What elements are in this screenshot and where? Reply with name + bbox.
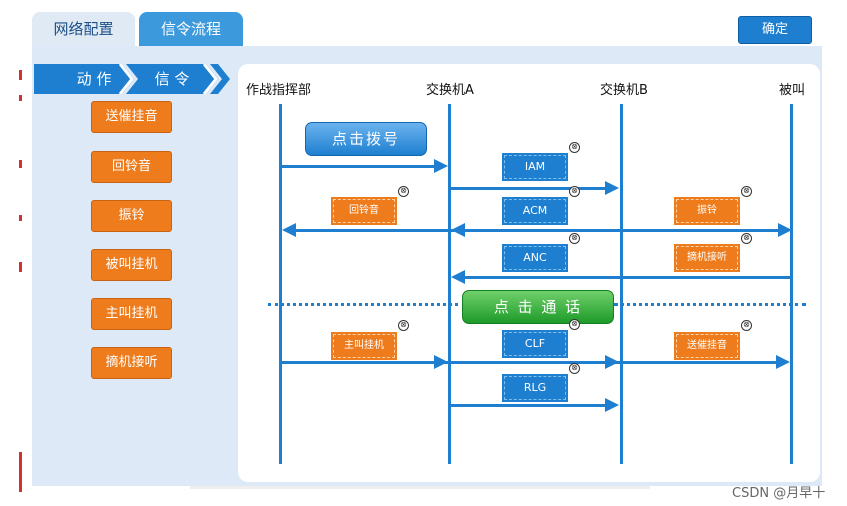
arrow-head [434,159,448,173]
lifeline-command [279,104,282,464]
action-caller-hangup[interactable]: 主叫挂机 [91,298,172,330]
close-icon[interactable]: ⊗ [741,233,752,244]
close-icon[interactable]: ⊗ [569,142,580,153]
signal-caller-hangup[interactable]: 主叫挂机 [331,332,397,360]
chevron-header: 动 作 信 令 [34,64,230,94]
chevron-signal[interactable]: 信 令 [154,70,190,88]
close-icon[interactable]: ⊗ [398,320,409,331]
arrow-head [451,223,465,237]
arrow-dial [281,165,435,168]
arrow-rlg [450,404,606,407]
dial-button[interactable]: 点击拨号 [305,122,427,156]
chevron-action[interactable]: 动 作 [76,70,112,88]
watermark: CSDN @月早十 [732,486,826,501]
close-icon[interactable]: ⊗ [741,186,752,197]
action-busy-tone[interactable]: 送催挂音 [91,101,172,133]
confirm-button[interactable]: 确定 [738,16,812,44]
action-ring[interactable]: 振铃 [91,200,172,232]
close-icon[interactable]: ⊗ [741,320,752,331]
arrow-head [605,355,619,369]
column-command: 作战指挥部 [246,83,312,98]
arrow-head [451,270,465,284]
arrow-iam [450,187,606,190]
column-switch-a: 交换机A [426,83,474,98]
left-edge-marks [0,0,22,506]
lifeline-switch-a [448,104,451,464]
close-icon[interactable]: ⊗ [398,186,409,197]
close-icon[interactable]: ⊗ [569,186,580,197]
column-callee: 被叫 [779,83,806,98]
tab-network-config[interactable]: 网络配置 [32,12,135,46]
close-icon[interactable]: ⊗ [569,363,580,374]
signal-rlg[interactable]: RLG [502,374,568,402]
column-switch-b: 交换机B [600,83,648,98]
signal-offhook[interactable]: 摘机接听 [674,244,740,272]
arrow-head [282,223,296,237]
lifeline-switch-b [620,104,623,464]
arrow-head [605,181,619,195]
arrow-acm [294,229,779,232]
lifeline-callee [790,104,793,464]
divider-right [614,303,806,306]
bottom-shadow [190,486,650,489]
signal-clf[interactable]: CLF [502,330,568,358]
arrow-anc [464,276,790,279]
signal-acm[interactable]: ACM [502,197,568,225]
arrow-head [434,355,448,369]
action-ringback[interactable]: 回铃音 [91,151,172,183]
divider-left [268,303,458,306]
close-icon[interactable]: ⊗ [569,319,580,330]
talk-button[interactable]: 点 击 通 话 [462,290,614,324]
signal-iam[interactable]: IAM [502,153,568,181]
signal-ring[interactable]: 振铃 [674,197,740,225]
action-callee-hangup[interactable]: 被叫挂机 [91,249,172,281]
tab-signaling-flow[interactable]: 信令流程 [139,12,243,46]
signal-busy-tone[interactable]: 送催挂音 [674,332,740,360]
arrow-clf [281,361,778,364]
chevron-shapes [34,64,230,94]
arrow-head [776,355,790,369]
action-offhook[interactable]: 摘机接听 [91,347,172,379]
action-sidebar: 动 作 信 令 送催挂音 回铃音 振铃 被叫挂机 主叫挂机 摘机接听 [34,64,230,482]
arrow-head [605,398,619,412]
signal-ringback[interactable]: 回铃音 [331,197,397,225]
signal-anc[interactable]: ANC [502,244,568,272]
close-icon[interactable]: ⊗ [569,233,580,244]
arrow-head [778,223,792,237]
